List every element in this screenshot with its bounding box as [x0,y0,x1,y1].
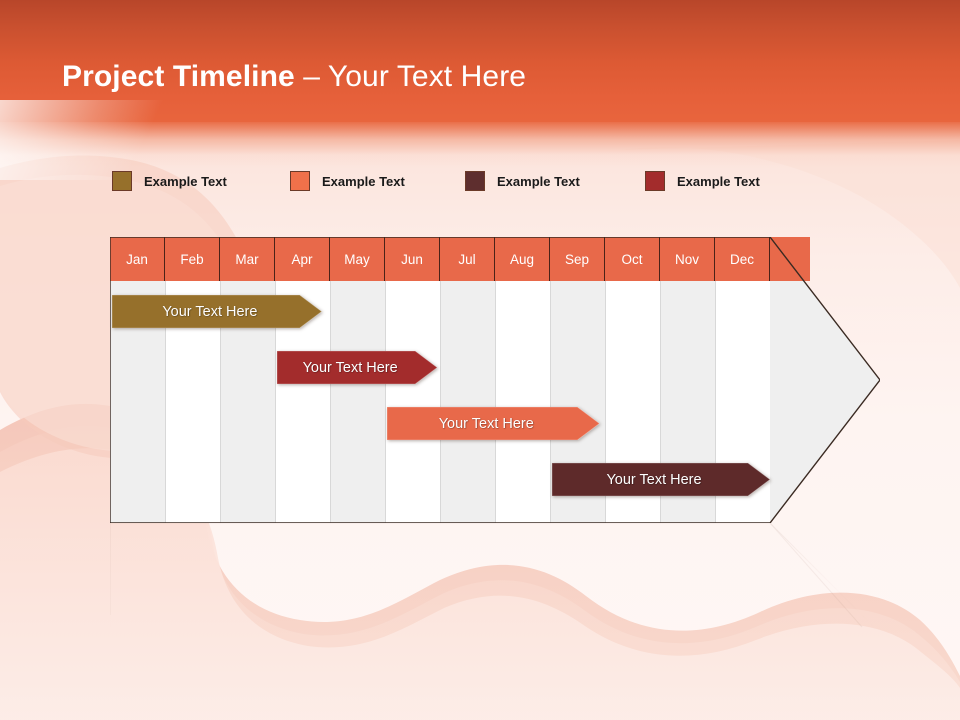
timeline-bar-3[interactable]: Your Text Here [552,463,770,496]
header-arrow-continuation [770,237,810,281]
page-title: Project Timeline – Your Text Here [62,60,526,94]
legend-item-3[interactable]: Example Text [645,168,760,194]
column-separator-5 [385,281,386,523]
month-header-jul[interactable]: Jul [440,237,495,281]
month-header-mar[interactable]: Mar [220,237,275,281]
legend-swatch-icon-2 [465,171,485,191]
legend-item-1[interactable]: Example Text [290,168,405,194]
month-header-feb[interactable]: Feb [165,237,220,281]
timeline-bar-label-1: Your Text Here [302,359,398,376]
month-header-label: Jan [126,251,148,267]
month-header-label: Feb [180,251,204,267]
timeline-bar-2[interactable]: Your Text Here [387,407,600,440]
month-header-apr[interactable]: Apr [275,237,330,281]
header-sheen-highlight [0,100,190,180]
month-header-oct[interactable]: Oct [605,237,660,281]
month-header-nov[interactable]: Nov [660,237,715,281]
legend: Example Text Example Text Example Text E… [112,168,812,194]
month-header-label: Sep [564,251,590,267]
column-separator-6 [440,281,441,523]
legend-label-1: Example Text [322,173,405,189]
month-header-sep[interactable]: Sep [550,237,605,281]
column-separator-7 [495,281,496,523]
month-header-aug[interactable]: Aug [495,237,550,281]
month-header-label: Jul [458,251,476,267]
month-header-label: Aug [509,251,535,267]
legend-item-2[interactable]: Example Text [465,168,580,194]
month-header-jun[interactable]: Jun [385,237,440,281]
legend-label-2: Example Text [497,173,580,189]
column-separator-8 [550,281,551,523]
legend-swatch-icon-0 [112,171,132,191]
legend-label-0: Example Text [144,173,227,189]
month-header-jan[interactable]: Jan [110,237,165,281]
month-header-label: Oct [621,251,643,267]
month-header-label: Nov [674,251,699,267]
page-title-bold: Project Timeline [62,60,295,93]
month-header-label: Apr [291,251,313,267]
timeline-chart: Jan Feb Mar Apr May Jun Jul Aug Sep Oct Nov Dec You… [110,237,880,523]
month-header-label: Jun [401,251,423,267]
timeline-bar-label-2: Your Text Here [438,415,534,432]
month-header-dec[interactable]: Dec [715,237,770,281]
column-separator-4 [330,281,331,523]
legend-swatch-icon-1 [290,171,310,191]
timeline-bar-0[interactable]: Your Text Here [112,295,322,328]
legend-label-3: Example Text [677,173,760,189]
page-title-regular: – Your Text Here [294,60,527,93]
legend-item-0[interactable]: Example Text [112,168,227,194]
month-header-label: Mar [235,251,259,267]
month-header-may[interactable]: May [330,237,385,281]
timeline-bar-label-3: Your Text Here [606,471,702,488]
legend-swatch-icon-3 [645,171,665,191]
month-header-label: May [344,251,370,267]
timeline-bar-1[interactable]: Your Text Here [277,351,438,384]
month-header-label: Dec [729,251,754,267]
timeline-bar-label-0: Your Text Here [162,303,258,320]
